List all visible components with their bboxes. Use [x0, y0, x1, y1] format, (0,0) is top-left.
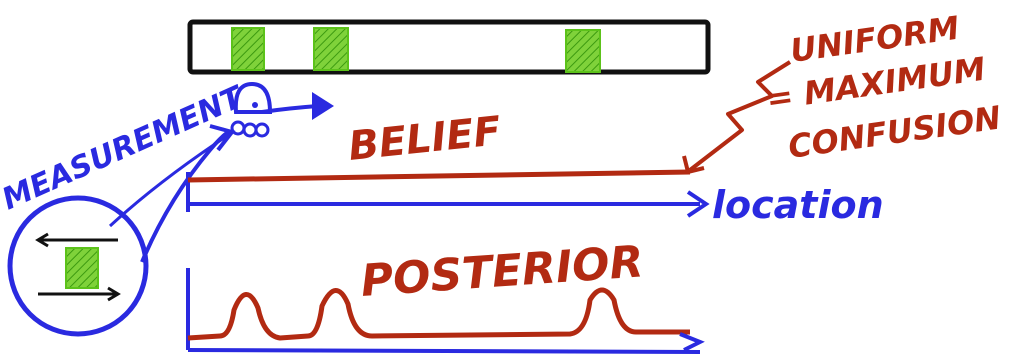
measurement-circle — [10, 198, 146, 334]
door-3 — [566, 30, 600, 72]
location-label: location — [712, 183, 884, 227]
belief-label: BELIEF — [346, 108, 503, 170]
belief-uniform-line — [188, 172, 690, 180]
measured-door — [66, 248, 98, 288]
map-bar — [190, 22, 708, 72]
door-1 — [232, 28, 264, 70]
posterior-x-axis — [188, 350, 700, 352]
map-strip — [190, 22, 708, 72]
door-2 — [314, 28, 348, 70]
posterior-label: POSTERIOR — [359, 236, 645, 307]
belief-plot — [188, 172, 706, 216]
posterior-arrowhead — [680, 334, 700, 350]
right-arrow-icon — [262, 92, 334, 120]
